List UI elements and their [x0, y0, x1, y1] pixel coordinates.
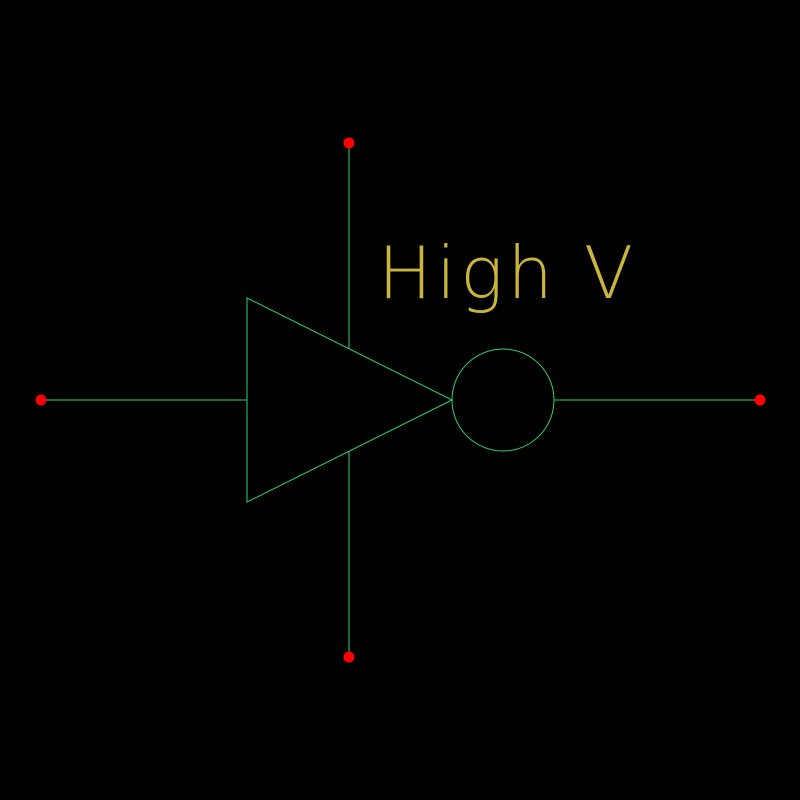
input-pin[interactable] — [35, 394, 47, 406]
buffer-triangle-icon — [246, 297, 454, 503]
top-supply-pin[interactable] — [343, 137, 355, 149]
bottom-supply-pin[interactable] — [343, 651, 355, 663]
inversion-bubble-icon — [451, 348, 555, 452]
output-pin[interactable] — [754, 394, 766, 406]
symbol-label: High V — [378, 231, 637, 315]
